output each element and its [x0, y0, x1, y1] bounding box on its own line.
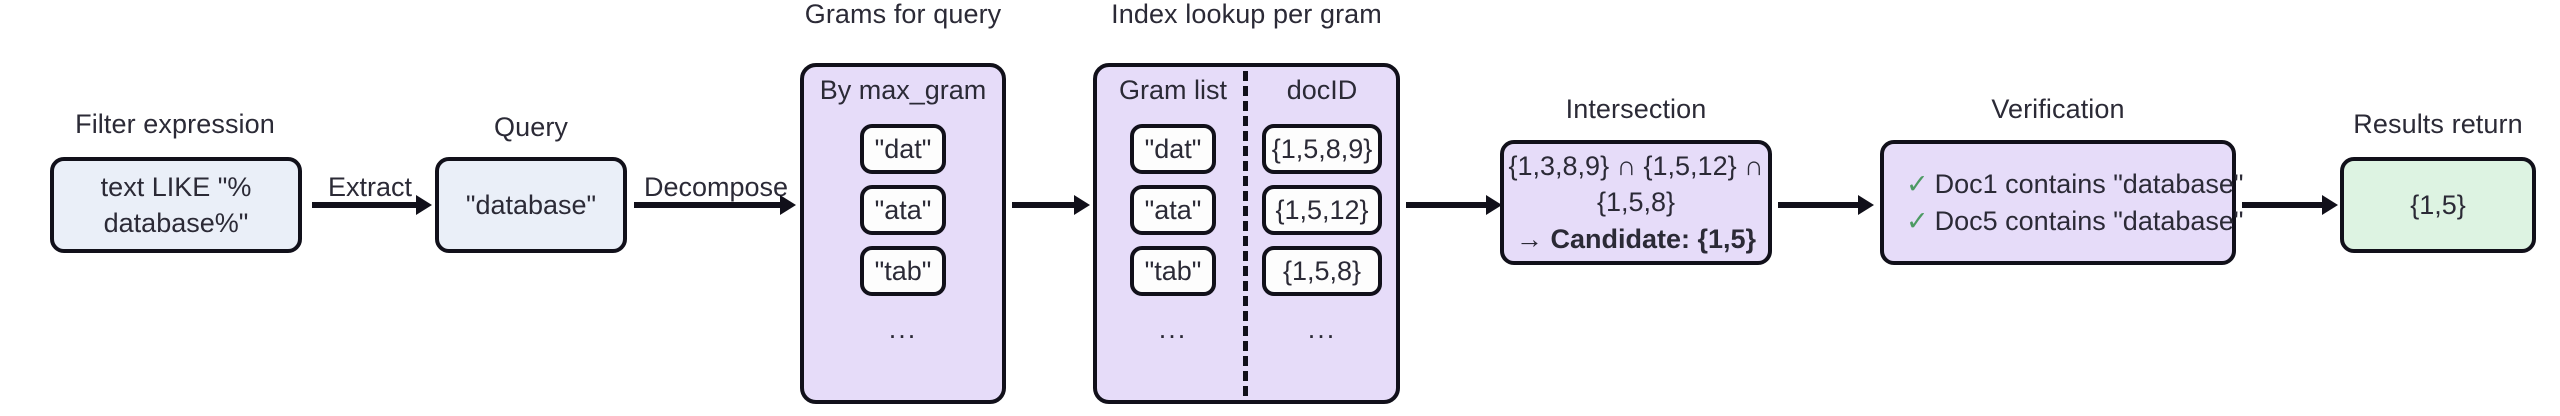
filter-expression-line2: database%"	[103, 208, 249, 238]
edge-label-decompose: Decompose	[643, 172, 789, 202]
query-caption: Query	[493, 112, 569, 142]
index-lookup-caption: Index lookup per gram	[1111, 0, 1382, 29]
verification-line: ✓Doc1 contains "database"	[1906, 166, 2244, 202]
index-docid-chip[interactable]: {1,5,12}	[1262, 185, 1382, 235]
grams-ellipsis: ...	[888, 314, 918, 344]
results-return-caption: Results return	[2353, 109, 2523, 139]
arrow-intersection-to-verification	[1778, 195, 1874, 215]
index-docid-chip[interactable]: {1,5,8,9}	[1262, 124, 1382, 174]
check-icon: ✓	[1906, 169, 1929, 200]
grams-for-query-caption: Grams for query	[804, 0, 1002, 29]
intersection-candidate: Candidate: {1,5}	[1550, 223, 1757, 254]
grams-group-title: By max_gram	[819, 75, 987, 105]
filter-expression-node[interactable]: text LIKE "% database%"	[50, 157, 302, 253]
check-icon: ✓	[1906, 205, 1929, 236]
edge-label-extract: Extract	[327, 172, 413, 202]
intersection-line2: {1,5,8}	[1596, 187, 1676, 218]
query-value: "database"	[465, 189, 597, 220]
index-docid-chip[interactable]: {1,5,8}	[1262, 246, 1382, 296]
verification-caption: Verification	[1991, 94, 2125, 124]
index-gram-chip[interactable]: "ata"	[1130, 185, 1216, 235]
results-return-value: {1,5}	[2410, 189, 2466, 220]
arrow-query-to-grams	[634, 195, 796, 215]
filter-expression-caption: Filter expression	[75, 109, 275, 139]
verification-line-text: Doc1 contains "database"	[1934, 169, 2244, 200]
filter-expression-line1: text LIKE "%	[100, 171, 252, 202]
grams-chip-column: "dat" "ata" "tab" ...	[804, 124, 1002, 344]
verification-line-text: Doc5 contains "database"	[1934, 205, 2244, 236]
gram-chip[interactable]: "ata"	[860, 185, 946, 235]
intersection-arrow-glyph: →	[1515, 223, 1551, 254]
verification-node[interactable]: ✓Doc1 contains "database" ✓Doc5 contains…	[1880, 140, 2244, 265]
arrow-grams-to-index	[1012, 195, 1090, 215]
results-return-node[interactable]: {1,5}	[2340, 157, 2536, 253]
verification-line: ✓Doc5 contains "database"	[1906, 203, 2244, 239]
index-gram-ellipsis: ...	[1158, 314, 1188, 344]
query-node[interactable]: "database"	[435, 157, 627, 253]
intersection-line3: → Candidate: {1,5}	[1516, 221, 1756, 257]
index-col-header-gram-list: Gram list	[1119, 75, 1227, 105]
gram-chip[interactable]: "dat"	[860, 124, 946, 174]
arrow-index-to-intersection	[1406, 195, 1502, 215]
arrow-verification-to-results	[2242, 195, 2338, 215]
intersection-node[interactable]: {1,3,8,9} ∩ {1,5,12} ∩ {1,5,8} → Candida…	[1500, 140, 1772, 265]
index-lookup-group: Gram list docID "dat" "ata" "tab" ... {1…	[1093, 63, 1400, 404]
index-gram-column: "dat" "ata" "tab" ...	[1103, 124, 1243, 344]
index-col-header-docid: docID	[1286, 75, 1358, 105]
intersection-caption: Intersection	[1565, 94, 1707, 124]
grams-group: By max_gram "dat" "ata" "tab" ...	[800, 63, 1006, 404]
index-docid-column: {1,5,8,9} {1,5,12} {1,5,8} ...	[1252, 124, 1392, 344]
arrow-filter-to-query	[312, 195, 432, 215]
index-column-divider	[1243, 71, 1248, 396]
index-gram-chip[interactable]: "dat"	[1130, 124, 1216, 174]
index-gram-chip[interactable]: "tab"	[1130, 246, 1216, 296]
index-docid-ellipsis: ...	[1307, 314, 1337, 344]
gram-chip[interactable]: "tab"	[860, 246, 946, 296]
intersection-line1: {1,3,8,9} ∩ {1,5,12} ∩	[1508, 150, 1764, 181]
